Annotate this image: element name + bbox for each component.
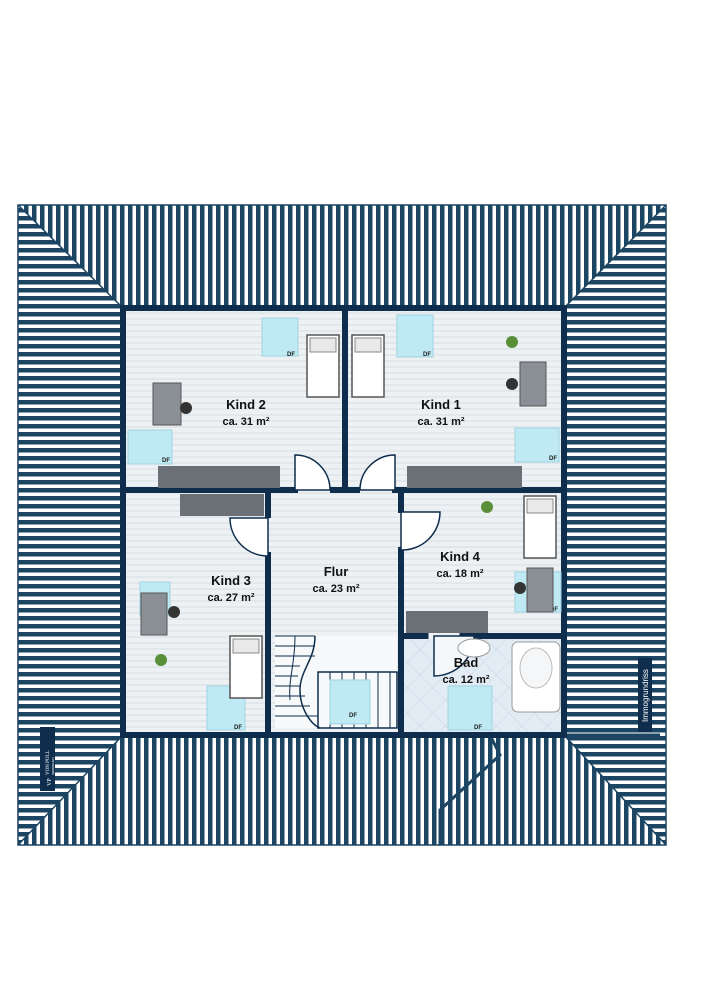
room-name-bad: Bad bbox=[454, 655, 479, 670]
df-label: DF bbox=[549, 456, 557, 462]
door-kind3 bbox=[229, 517, 269, 557]
door-kind1 bbox=[359, 454, 396, 491]
desk-kind2 bbox=[152, 382, 182, 426]
logo: VP VON POLL IMMOBILIEN bbox=[40, 727, 55, 791]
desk-kind3 bbox=[140, 592, 168, 636]
df-label: DF bbox=[162, 458, 170, 464]
roof-right bbox=[564, 205, 666, 845]
df-label: DF bbox=[474, 725, 482, 731]
room-name-flur: Flur bbox=[324, 564, 349, 579]
logo-name: VON POLL bbox=[46, 750, 51, 775]
plant-icon bbox=[155, 654, 167, 666]
gutter-line bbox=[438, 734, 502, 845]
room-name-kind2: Kind 2 bbox=[226, 397, 266, 412]
roof bbox=[17, 204, 667, 846]
door-kind2 bbox=[294, 454, 331, 491]
room-name-kind1: Kind 1 bbox=[421, 397, 461, 412]
walls bbox=[120, 305, 567, 738]
bath-sink bbox=[457, 638, 491, 658]
logo-mark: VP bbox=[47, 778, 53, 786]
room-labels: Kind 2 ca. 31 m² Kind 1 ca. 31 m² Flur c… bbox=[207, 397, 489, 686]
roof-top bbox=[18, 205, 666, 308]
wardrobe-kind1 bbox=[407, 466, 522, 488]
room-area-kind4: ca. 18 m² bbox=[436, 568, 483, 580]
room-name-kind4: Kind 4 bbox=[440, 549, 480, 564]
window-kind3-bottom bbox=[206, 685, 246, 731]
df-label: DF bbox=[234, 725, 242, 731]
roof-left bbox=[18, 205, 123, 845]
wardrobe-kind4 bbox=[406, 611, 488, 633]
room-area-kind2: ca. 31 m² bbox=[222, 416, 269, 428]
room-area-kind1: ca. 31 m² bbox=[417, 416, 464, 428]
side-label: Immogrundriss bbox=[638, 658, 652, 732]
wardrobe-kind3 bbox=[180, 494, 264, 516]
roof-outline bbox=[17, 204, 667, 846]
plant-icon bbox=[481, 501, 493, 513]
logo-sub: IMMOBILIEN bbox=[51, 757, 55, 775]
df-label: DF bbox=[349, 713, 357, 719]
df-label: DF bbox=[287, 352, 295, 358]
df-labels: DF DF DF DF DF DF DF DF bbox=[162, 352, 558, 731]
room-area-flur: ca. 23 m² bbox=[312, 583, 359, 595]
df-label: DF bbox=[423, 352, 431, 358]
window-flur bbox=[329, 679, 371, 725]
desk-kind4 bbox=[526, 567, 554, 613]
furniture bbox=[140, 334, 561, 713]
window-bad bbox=[447, 685, 493, 731]
room-area-bad: ca. 12 m² bbox=[442, 674, 489, 686]
window-kind1-right bbox=[514, 427, 560, 463]
window-kind1-top bbox=[396, 314, 434, 358]
desk-kind1 bbox=[519, 361, 547, 407]
room-name-kind3: Kind 3 bbox=[211, 573, 251, 588]
plant-icon bbox=[506, 336, 518, 348]
side-label-text: Immogrundriss bbox=[641, 669, 650, 722]
wardrobe-kind2 bbox=[158, 466, 280, 488]
df-label: DF bbox=[550, 607, 558, 613]
window-kind2-top bbox=[261, 317, 299, 357]
room-area-kind3: ca. 27 m² bbox=[207, 592, 254, 604]
roof-bottom bbox=[18, 735, 666, 845]
door-kind4 bbox=[400, 511, 441, 551]
window-kind2-left bbox=[127, 429, 173, 465]
